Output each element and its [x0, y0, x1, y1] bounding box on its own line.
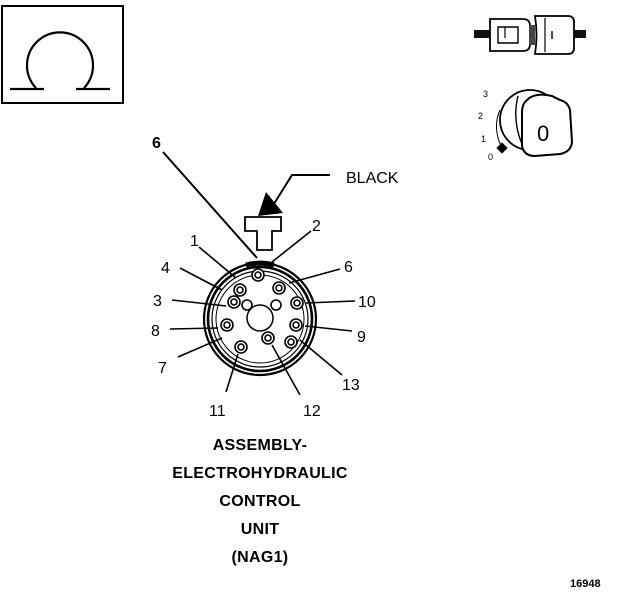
pin-label-10: 10 — [358, 294, 376, 311]
pin-cavity — [220, 268, 304, 354]
pin-label-9: 9 — [357, 329, 366, 346]
title-line-2: ELECTROHYDRAULIC — [172, 465, 348, 482]
key-scale-2: 2 — [478, 111, 483, 121]
omega-icon — [1, 5, 124, 104]
key-scale-0: 0 — [488, 152, 493, 162]
key-scale-3: 3 — [483, 89, 488, 99]
title-line-5: (NAG1) — [231, 549, 289, 566]
pin-label-1: 1 — [190, 233, 199, 250]
component-title: ASSEMBLY- ELECTROHYDRAULIC CONTROL UNIT … — [130, 432, 390, 572]
color-label: BLACK — [346, 170, 399, 187]
connector-face — [202, 216, 318, 377]
pin-label-2: 2 — [312, 218, 321, 235]
black-wire-callout: BLACK — [258, 170, 399, 216]
pin-label-7: 7 — [158, 360, 167, 377]
pin-label-4: 4 — [161, 260, 170, 277]
pin-label-8: 8 — [151, 323, 160, 340]
title-line-3: CONTROL — [219, 493, 301, 510]
pin-label-6: 6 — [344, 259, 353, 276]
leader-lines — [169, 230, 356, 396]
title-line-4: UNIT — [240, 521, 280, 538]
connector-plug-icon — [474, 15, 586, 55]
pin-label-12: 12 — [303, 403, 321, 420]
pin-label-11: 11 — [209, 403, 226, 420]
figure-id: 16948 — [570, 578, 601, 590]
pin-label-13: 13 — [342, 377, 360, 394]
key-face-label: 0 — [537, 121, 549, 146]
pin-label-3: 3 — [153, 293, 162, 310]
key-position-icon: 3 2 1 0 0 — [478, 89, 574, 162]
title-line-1: ASSEMBLY- — [212, 437, 308, 454]
pin-label-top-6: 6 — [152, 135, 161, 152]
key-scale-1: 1 — [481, 134, 486, 144]
